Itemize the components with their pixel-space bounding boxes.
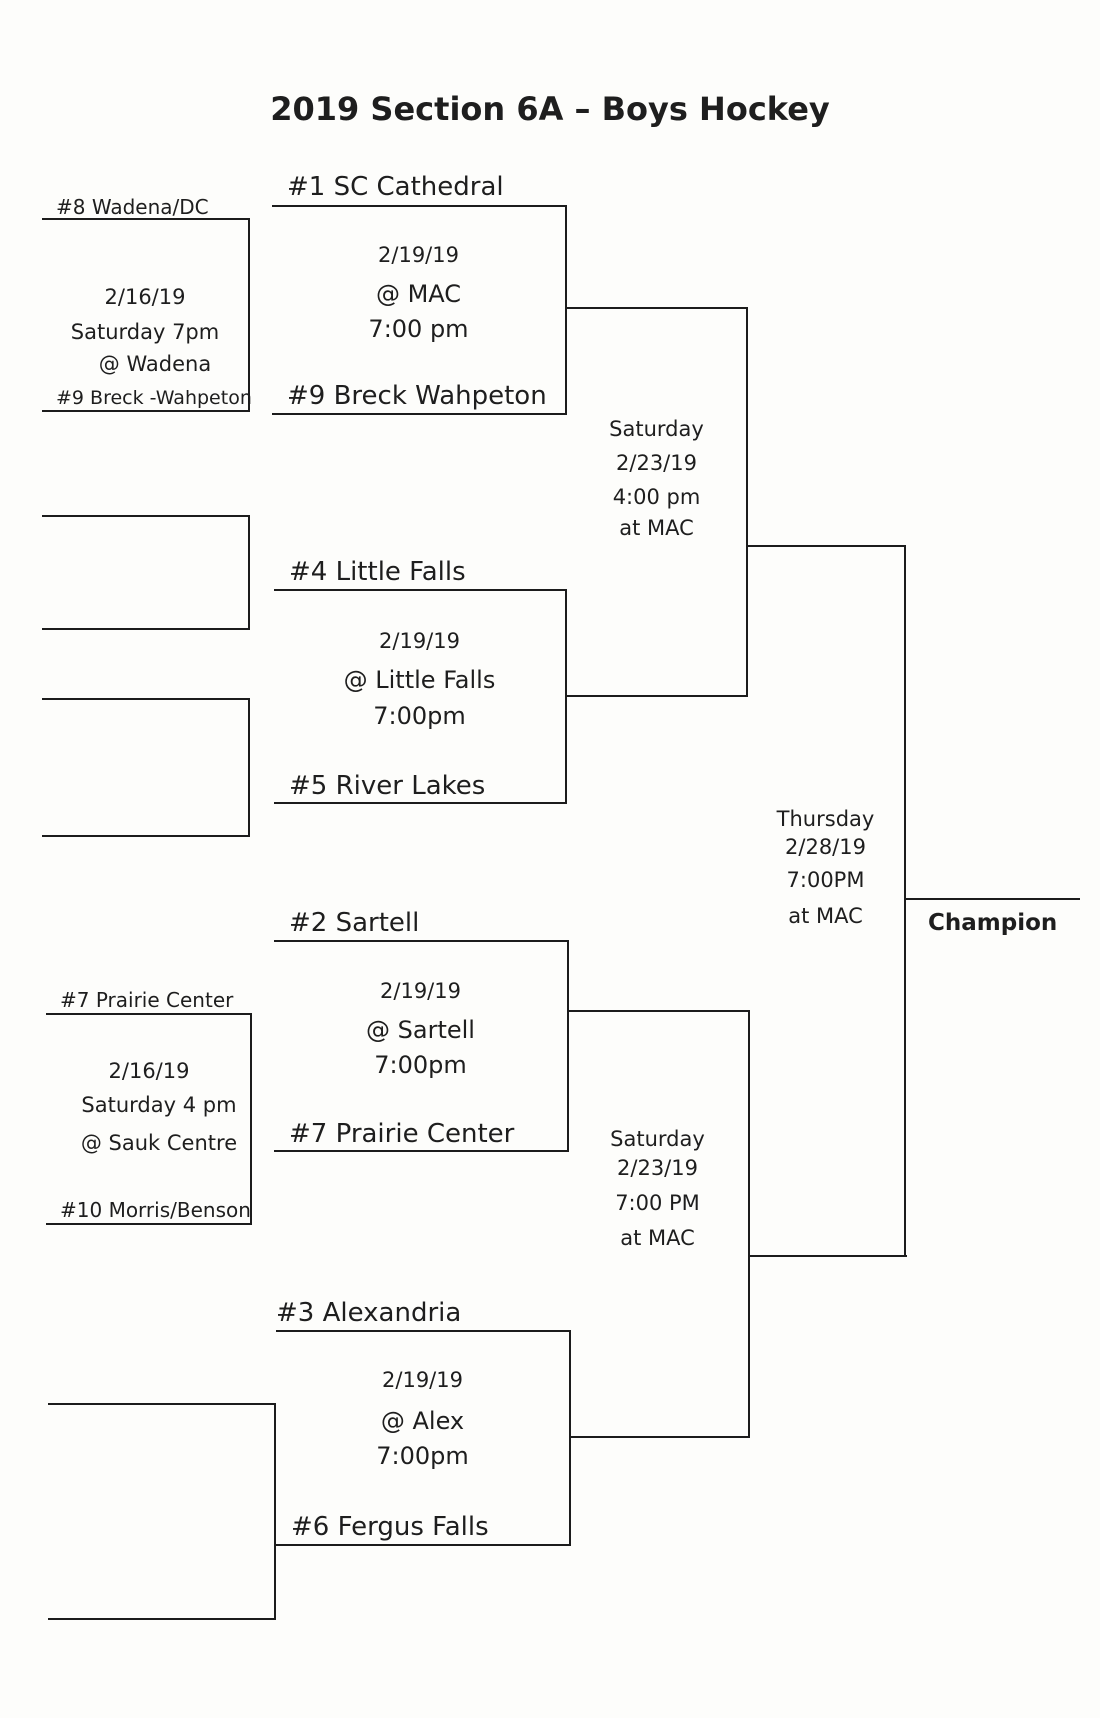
- qf3-top-line: [274, 940, 569, 942]
- play-in-top-line-a: [42, 218, 250, 220]
- qf3-bottom-team: #7 Prairie Center: [289, 1119, 515, 1149]
- final-day: Thursday: [776, 807, 875, 831]
- play-in-top-day: Saturday 7pm: [70, 320, 220, 344]
- sf2-date: 2/23/19: [617, 1156, 698, 1180]
- qf2-venue: @ Little Falls: [343, 666, 496, 694]
- final-top-line: [746, 545, 905, 547]
- final-bottom-line: [748, 1255, 907, 1257]
- play-in-bottom-line-b: [46, 1223, 252, 1225]
- qf2-bottom-team: #5 River Lakes: [289, 771, 486, 801]
- sf2-top-line: [569, 1010, 750, 1012]
- qf2-top-line: [274, 589, 567, 591]
- final-date: 2/28/19: [785, 835, 866, 859]
- play-in-bottom-day: Saturday 4 pm: [81, 1093, 237, 1117]
- sf1-date: 2/23/19: [616, 451, 697, 475]
- qf4-top-line: [276, 1330, 571, 1332]
- qf3-time: 7:00pm: [374, 1051, 467, 1079]
- play-in-top-line-b: [42, 410, 250, 412]
- sf1-time: 4:00 pm: [612, 485, 701, 509]
- play-in-bottom-date: 2/16/19: [108, 1059, 190, 1083]
- qf1-bottom-line: [272, 413, 567, 415]
- qf4-bottom-line: [276, 1544, 571, 1546]
- sf1-venue: at MAC: [619, 516, 694, 540]
- play-in-top-team-a: #8 Wadena/DC: [56, 195, 209, 219]
- sf2-connector: [748, 1010, 750, 1438]
- qf3-date: 2/19/19: [380, 979, 461, 1003]
- qf3-venue: @ Sartell: [366, 1016, 475, 1044]
- play-in-bottom-line-a: [46, 1013, 252, 1015]
- qf1-bottom-team: #9 Breck Wahpeton: [287, 381, 547, 411]
- sf2-bottom-line: [569, 1436, 750, 1438]
- sf2-time: 7:00 PM: [615, 1191, 700, 1215]
- page-title: 2019 Section 6A – Boys Hockey: [270, 90, 830, 128]
- qf2-time: 7:00pm: [373, 702, 466, 730]
- sf1-connector: [746, 307, 748, 697]
- qf1-top-team: #1 SC Cathedral: [287, 172, 504, 202]
- empty-slot-line: [42, 628, 250, 630]
- empty-slot-line: [48, 1618, 276, 1620]
- qf2-top-team: #4 Little Falls: [289, 557, 466, 587]
- qf1-time: 7:00 pm: [368, 315, 469, 343]
- champion-line: [904, 898, 1080, 900]
- play-in-top-team-b: #9 Breck -Wahpeton: [56, 387, 252, 409]
- play-in-top-connector: [248, 218, 250, 412]
- qf2-bottom-line: [274, 802, 567, 804]
- final-venue: at MAC: [788, 904, 863, 928]
- qf3-top-team: #2 Sartell: [289, 908, 420, 938]
- champion-label: Champion: [928, 910, 1058, 936]
- qf4-time: 7:00pm: [376, 1442, 469, 1470]
- empty-slot-connector: [274, 1403, 276, 1620]
- sf1-bottom-line: [567, 695, 748, 697]
- qf4-connector: [569, 1330, 571, 1546]
- empty-slot-line: [42, 515, 250, 517]
- sf1-day: Saturday: [609, 417, 704, 441]
- play-in-top-date: 2/16/19: [104, 285, 186, 309]
- final-time: 7:00PM: [786, 868, 865, 892]
- qf3-bottom-line: [274, 1150, 569, 1152]
- empty-slot-line: [48, 1403, 276, 1405]
- empty-slot-line: [42, 698, 250, 700]
- qf2-connector: [565, 589, 567, 804]
- qf3-connector: [567, 940, 569, 1152]
- qf1-top-line: [272, 205, 567, 207]
- qf4-date: 2/19/19: [382, 1368, 463, 1392]
- play-in-bottom-venue: @ Sauk Centre: [80, 1131, 238, 1155]
- play-in-bottom-connector: [250, 1013, 252, 1225]
- qf4-venue: @ Alex: [380, 1407, 465, 1435]
- sf1-top-line: [567, 307, 748, 309]
- play-in-bottom-team-a: #7 Prairie Center: [60, 988, 234, 1012]
- play-in-bottom-team-b: #10 Morris/Benson: [60, 1198, 251, 1222]
- empty-slot-connector: [248, 515, 250, 630]
- sf2-day: Saturday: [610, 1127, 705, 1151]
- qf2-date: 2/19/19: [379, 629, 460, 653]
- qf4-top-team: #3 Alexandria: [276, 1298, 462, 1328]
- qf1-connector: [565, 205, 567, 415]
- empty-slot-line: [42, 835, 250, 837]
- qf1-date: 2/19/19: [378, 243, 459, 267]
- qf4-bottom-team: #6 Fergus Falls: [291, 1512, 489, 1542]
- empty-slot-connector: [248, 698, 250, 837]
- play-in-top-venue: @ Wadena: [98, 352, 212, 376]
- qf1-venue: @ MAC: [375, 280, 462, 308]
- sf2-venue: at MAC: [620, 1226, 695, 1250]
- final-connector: [904, 545, 906, 1257]
